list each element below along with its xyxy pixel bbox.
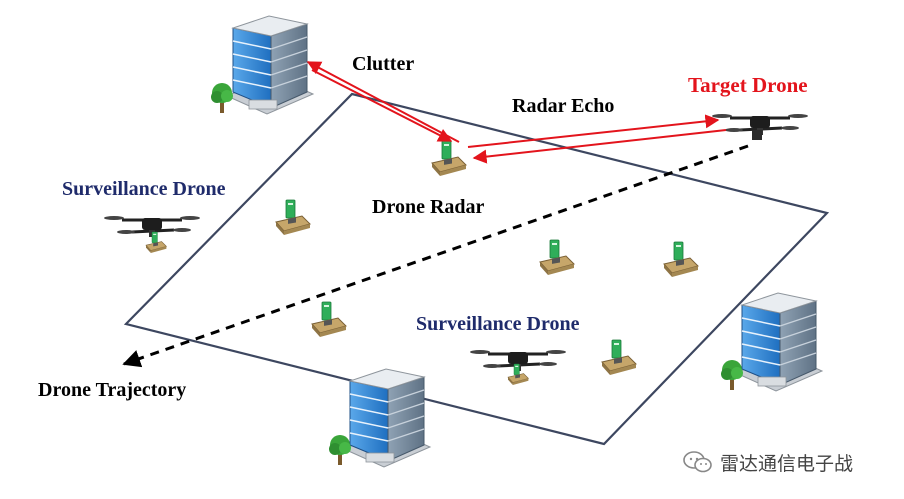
radar-module-icon	[601, 339, 637, 376]
wechat-icon	[683, 451, 712, 473]
drone-payload-icon	[507, 363, 529, 386]
clutter-arrow-return	[311, 69, 453, 142]
drone-trajectory-label: Drone Trajectory	[38, 379, 187, 401]
surveillance-drone-center-label: Surveillance Drone	[416, 313, 580, 335]
target-drone-camera	[752, 130, 762, 140]
tree-icon	[721, 360, 743, 390]
building-icon	[226, 15, 314, 115]
tree-icon	[211, 83, 233, 113]
building-icon	[735, 292, 823, 392]
radar-module-icon	[539, 239, 575, 276]
radar-module-icon	[663, 241, 699, 278]
drone-radar-icon	[431, 140, 467, 177]
radar-echo-arrow-outgoing	[467, 114, 720, 148]
watermark-text: 雷达通信电子战	[720, 452, 854, 475]
tree-icon	[329, 435, 351, 465]
target-drone-label: Target Drone	[688, 73, 808, 97]
radar-echo-arrow-return	[472, 129, 727, 164]
clutter-arrow-outgoing	[306, 61, 460, 143]
drone-radar-label: Drone Radar	[372, 196, 485, 218]
radar-module-icon	[311, 301, 347, 338]
clutter-label: Clutter	[352, 53, 415, 75]
building-icon	[343, 368, 431, 468]
surveillance-drone-left-label: Surveillance Drone	[62, 178, 226, 200]
radar-echo-label: Radar Echo	[512, 95, 615, 117]
watermark: 雷达通信电子战	[682, 450, 854, 475]
drone-trajectory-arrow	[122, 144, 749, 368]
radar-module-icon	[275, 199, 311, 236]
